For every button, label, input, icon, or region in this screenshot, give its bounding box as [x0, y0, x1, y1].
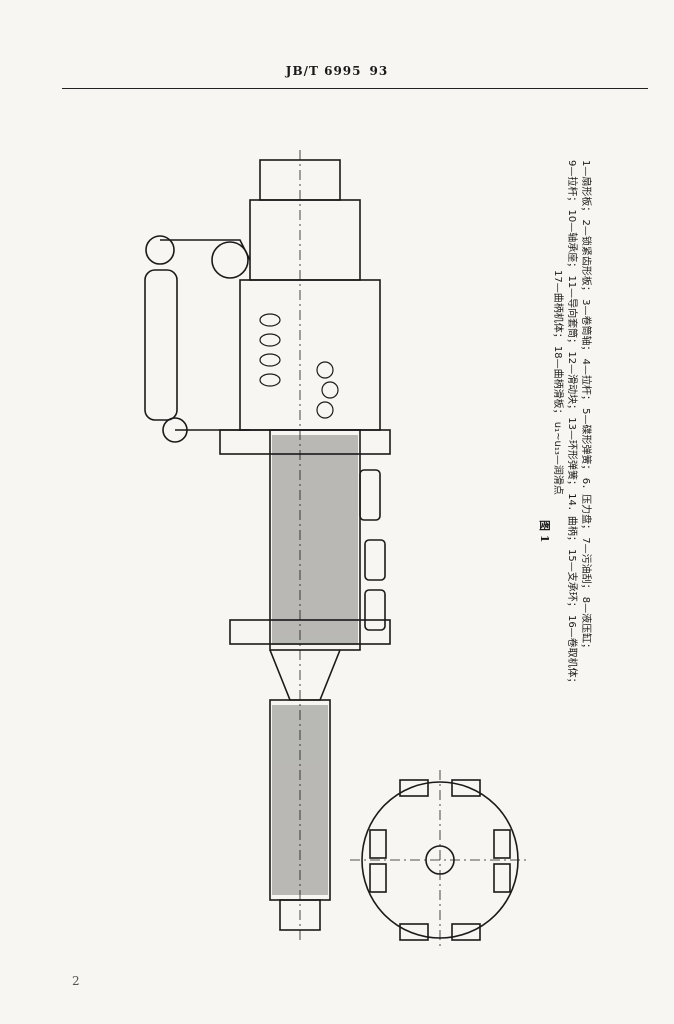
figure-caption: 1—扇形板； 2—锁紧齿形板； 3—卷筒轴； 4—拉杆； 5—碟形弹簧； 6．压…: [538, 160, 665, 860]
mechanical-drawing: [144, 150, 530, 950]
standard-number: JB/T 6995: [285, 64, 362, 78]
figure-title: 图 1: [538, 520, 551, 543]
corner-mark: 2: [72, 974, 80, 988]
caption-line-3: 17—曲柄机体； 18—曲柄滑板； u₁~u₁₃—润滑点: [552, 270, 563, 495]
caption-line-2: 9—拉杆； 10—轴承座； 11—导向套筒； 12—滑动块； 13—环形弹簧； …: [566, 160, 577, 688]
page-number: 93: [369, 64, 389, 78]
page-header: JB/T 6995 93: [0, 64, 674, 78]
caption-line-1: 1—扇形板； 2—锁紧齿形板； 3—卷筒轴； 4—拉杆； 5—碟形弹簧； 6．压…: [580, 160, 591, 654]
header-rule: [62, 88, 648, 89]
